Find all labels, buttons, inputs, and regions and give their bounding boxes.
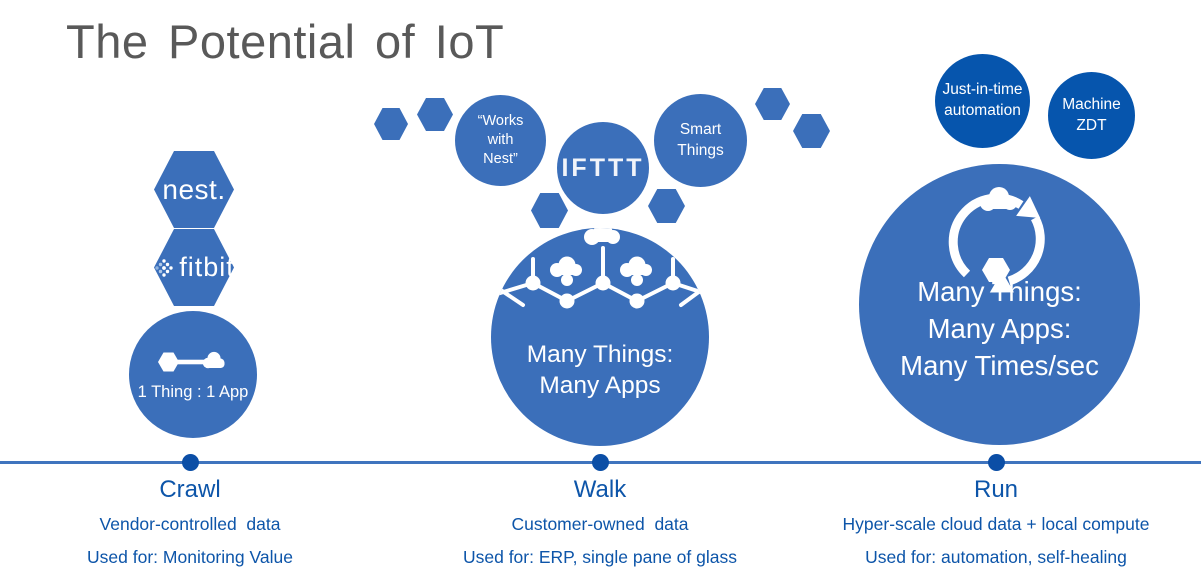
decor-hexagon [793,114,830,148]
thing-to-app-icon [157,351,225,372]
timeline-dot-walk [592,454,609,471]
stage-walk-used: Used for: ERP, single pane of glass [462,547,737,567]
just-in-time-automation-label: Just-in-time automation [942,81,1023,119]
fitbit-dots-icon [155,258,173,277]
many-things-many-apps-circle: Many Things: Many Apps [491,228,709,446]
nest-logo: nest. [162,173,226,205]
cycle-icon [948,187,1045,293]
decor-hexagon [755,88,790,120]
fitbit-wordmark: fitbit [179,252,235,282]
one-thing-one-app-label: 1 Thing : 1 App [137,383,249,401]
works-with-nest-circle: “Works with Nest” [455,95,546,186]
stage-run-data: Hyper-scale cloud data + local compute [842,514,1150,534]
stage-crawl-data: Vendor-controlled data [99,514,281,534]
decor-hexagon [648,189,685,223]
decor-hexagon [531,193,568,228]
smart-things-label: Smart Things [677,120,724,159]
machine-zdt-label: Machine ZDT [1062,95,1121,134]
just-in-time-automation-circle: Just-in-time automation [935,54,1030,148]
timeline-dot-run [988,454,1005,471]
stage-crawl: Crawl Vendor-controlled data Used for: M… [40,476,340,573]
many-times-circle: Many Things: Many Apps: Many Times/sec [859,164,1140,445]
smart-things-circle: Smart Things [654,94,747,187]
page-title: The Potential of IoT [66,15,505,68]
timeline-dot-crawl [182,454,199,471]
stage-walk-name: Walk [573,476,627,503]
stage-run: Run Hyper-scale cloud data + local compu… [796,476,1196,573]
stage-crawl-name: Crawl [159,476,221,503]
many-times-label: Many Things: Many Apps: Many Times/sec [900,276,1099,381]
stage-run-name: Run [973,476,1019,503]
decor-hexagon [417,98,453,131]
ifttt-circle: IFTTT [557,122,649,214]
many-things-many-apps-label: Many Things: Many Apps [526,341,674,400]
works-with-nest-label: “Works with Nest” [477,112,524,168]
fitbit-logo: fitbit [142,229,246,306]
stage-run-used: Used for: automation, self-healing [865,547,1127,567]
nest-hexagon: nest. [154,151,234,228]
stage-crawl-used: Used for: Monitoring Value [87,547,293,567]
ifttt-logo: IFTTT [561,153,645,182]
stage-walk-data: Customer-owned data [511,514,689,534]
one-thing-one-app-circle: 1 Thing : 1 App [129,311,257,438]
mesh-network-icon [491,228,709,309]
stage-walk: Walk Customer-owned data Used for: ERP, … [430,476,770,573]
machine-zdt-circle: Machine ZDT [1048,72,1135,159]
decor-hexagon [374,108,408,140]
